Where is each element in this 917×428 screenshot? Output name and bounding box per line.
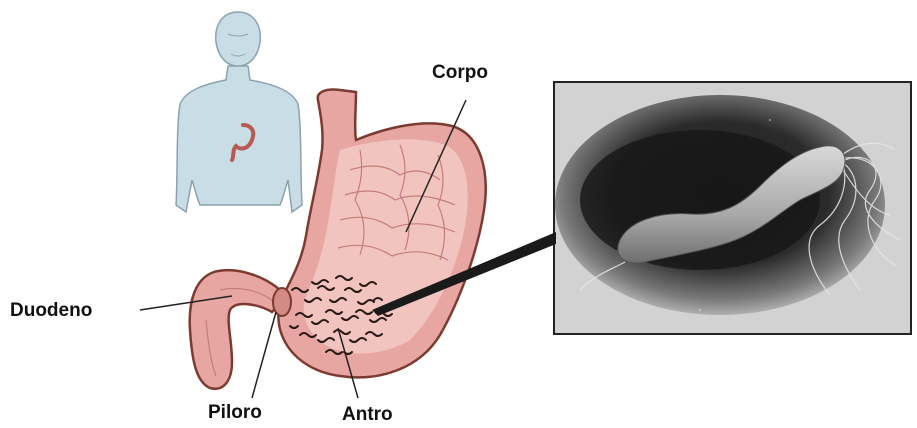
duodeno-label: Duodeno: [10, 300, 92, 322]
corpo-label: Corpo: [432, 62, 488, 84]
piloro-label: Piloro: [208, 402, 262, 424]
helicobacter-micrograph: [554, 82, 911, 334]
human-figure-icon: [176, 12, 302, 212]
piloro-leader: [252, 312, 276, 398]
antro-label: Antro: [342, 404, 393, 426]
